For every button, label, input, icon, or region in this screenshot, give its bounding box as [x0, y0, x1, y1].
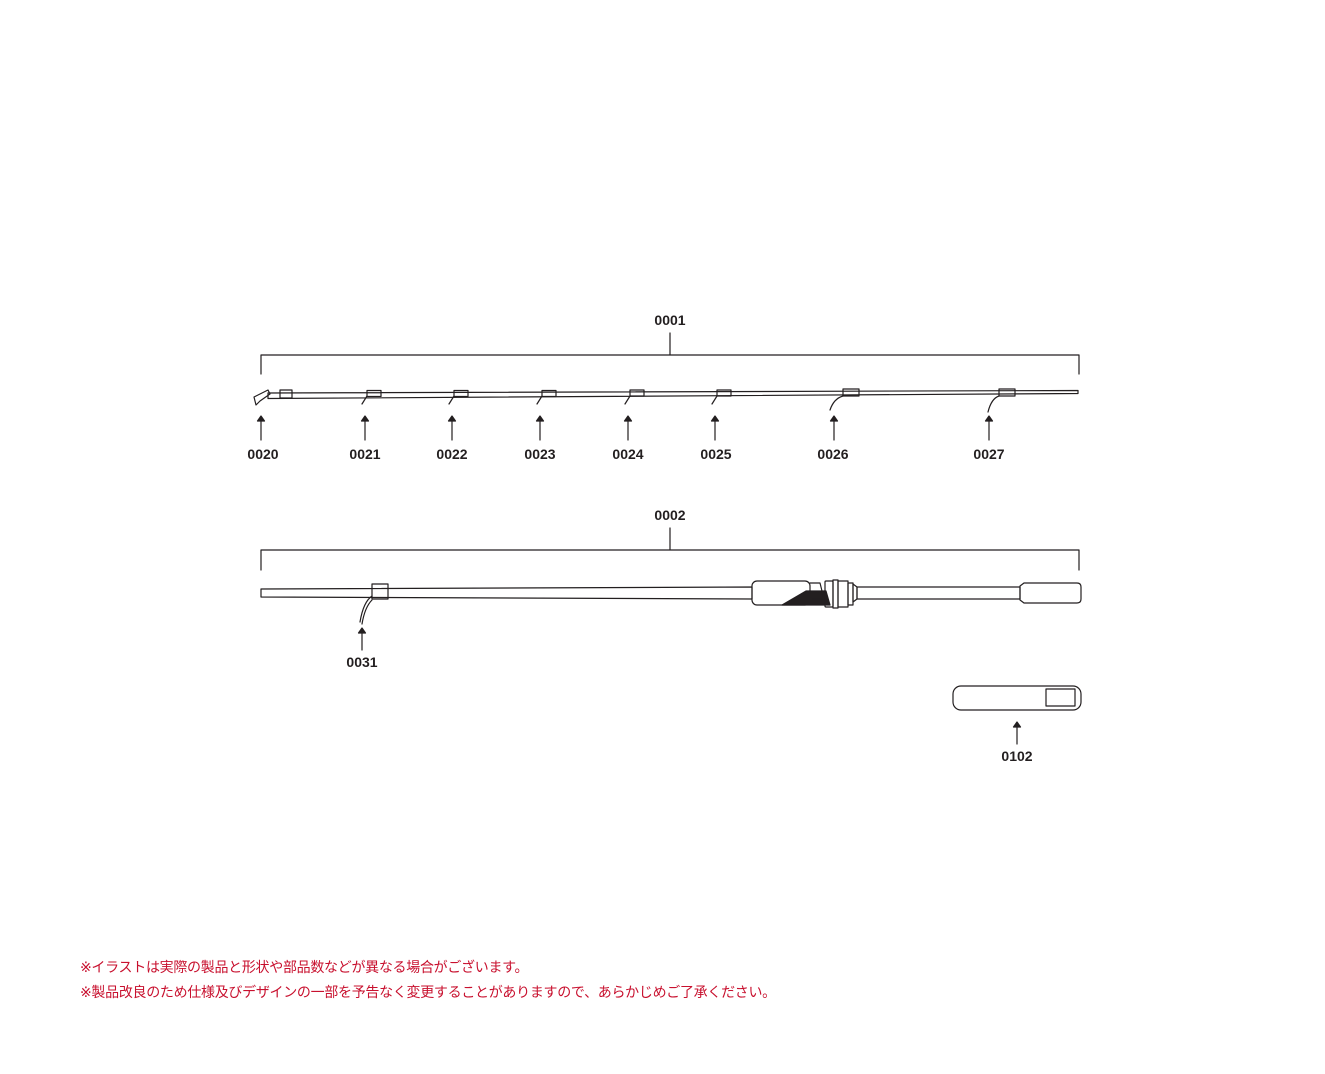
butt-section-blank: [260, 586, 753, 600]
guide-0023: [535, 389, 557, 441]
rear-grip: [1019, 582, 1082, 604]
guide-0025: [710, 389, 732, 441]
label-part-0026: 0026: [817, 446, 848, 462]
disclaimer-note-illustration: ※イラストは実際の製品と形状や部品数などが異なる場合がございます。: [80, 960, 529, 976]
label-part-0020: 0020: [247, 446, 278, 462]
label-part-0021: 0021: [349, 446, 380, 462]
assembly-0002: [260, 527, 1082, 651]
label-part-0102: 0102: [1001, 748, 1032, 764]
assembly-0001: [253, 332, 1080, 441]
guide-0022: [447, 389, 469, 441]
butt-section-rear-blank: [856, 586, 1021, 600]
assembly-0002-bracket: [260, 527, 1080, 571]
accessory-0102: [952, 685, 1082, 745]
label-part-0022: 0022: [436, 446, 467, 462]
tip-section-blank: [267, 389, 1079, 400]
label-part-0024: 0024: [612, 446, 643, 462]
label-part-0031: 0031: [346, 654, 377, 670]
reel-seat-grip: [751, 579, 858, 609]
guide-0020: [253, 389, 293, 441]
label-part-0025: 0025: [700, 446, 731, 462]
label-part-0027: 0027: [973, 446, 1004, 462]
guide-0031: [357, 583, 389, 651]
disclaimer-note-specification: ※製品改良のため仕様及びデザインの一部を予告なく変更することがありますので、あら…: [80, 985, 776, 1001]
label-part-0023: 0023: [524, 446, 555, 462]
guide-0024: [623, 389, 645, 441]
label-assembly-0001: 0001: [654, 312, 685, 328]
guide-0027: [984, 388, 1016, 441]
assembly-0001-bracket: [260, 332, 1080, 375]
disclaimer-notes: ※イラストは実際の製品と形状や部品数などが異なる場合がございます。 ※製品改良の…: [80, 956, 776, 1006]
guide-0026: [829, 388, 860, 441]
label-assembly-0002: 0002: [654, 507, 685, 523]
guide-0021: [360, 389, 382, 441]
